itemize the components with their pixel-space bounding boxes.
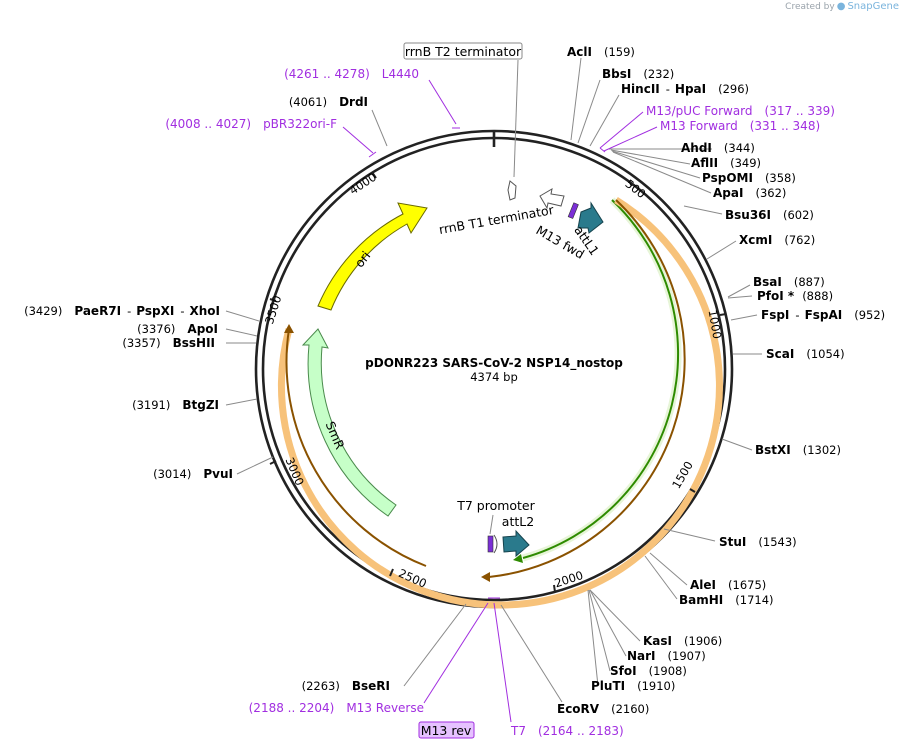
attl1-feature	[577, 201, 604, 234]
enzyme-apai: ApaI(362)	[713, 186, 786, 200]
primer-pbr: (4008 .. 4027)pBR322ori-F	[165, 117, 337, 131]
enzyme-bstxi: BstXI(1302)	[755, 443, 841, 457]
primer-m13r: (2188 .. 2204)M13 Reverse	[249, 701, 424, 715]
primer-l4440: (4261 .. 4278)L4440	[284, 67, 419, 81]
enzyme-nari: NarI(1907)	[627, 649, 706, 663]
orf-orange-line	[488, 199, 686, 578]
primer-m13f: M13 Forward(331 .. 348)	[660, 119, 820, 133]
credit-brand: SnapGene	[847, 1, 899, 12]
enzyme-pspomi: PspOMI(358)	[702, 171, 796, 185]
leader-rrnb-t2	[513, 59, 519, 178]
plasmid-name: pDONR223 SARS-CoV-2 NSP14_nostop	[365, 356, 623, 371]
t7-promoter-feature	[487, 535, 494, 553]
enzyme-labels-left: (2263)BseRI (3014)PvuI (3191)BtgZI (3357…	[24, 95, 390, 693]
enzyme-bsshii: (3357)BssHII	[122, 336, 215, 350]
enzyme-drdi: (4061)DrdI	[289, 95, 368, 109]
orf-orange-left-arrow	[284, 324, 294, 333]
orf-orange-arc	[277, 197, 723, 609]
enzyme-paer7i: (3429)PaeR7I-PspXI-XhoI	[24, 304, 220, 318]
enzyme-hincii: HincII-HpaI(296)	[621, 82, 749, 96]
enzyme-bamhi: BamHI(1714)	[679, 593, 774, 607]
enzyme-pfoi: PfoI *(888)	[757, 289, 833, 303]
rrnb-t1-feature	[507, 180, 517, 201]
enzyme-ecorv: EcoRV(2160)	[557, 702, 649, 716]
enzyme-ahdi: AhdI(344)	[681, 141, 755, 155]
plasmid-size: 4374 bp	[470, 370, 518, 384]
m13rev-label: M13 rev	[421, 723, 472, 738]
enzyme-bsai: BsaI(887)	[753, 275, 825, 289]
rrnb-t2-label: rrnB T2 terminator	[405, 44, 522, 59]
t7-promoter-label: T7 promoter	[456, 498, 535, 513]
primer-labels: M13/pUC Forward(317 .. 339) M13 Forward(…	[165, 67, 835, 738]
feature-leader-t7	[489, 514, 494, 535]
enzyme-bbsi: BbsI(232)	[602, 67, 674, 81]
enzyme-bsu36i: Bsu36I(602)	[725, 208, 814, 222]
credit-prefix: Created by	[785, 1, 835, 12]
snapgene-logo-icon: ●	[836, 1, 846, 12]
enzyme-xcmi: XcmI(762)	[739, 233, 815, 247]
enzyme-fspi: FspI-FspAI(952)	[761, 308, 885, 322]
smr-feature	[301, 328, 397, 517]
enzyme-btgzi: (3191)BtgZI	[132, 398, 219, 412]
m13fwd-feature	[567, 202, 579, 219]
enzyme-apoi: (3376)ApoI	[137, 322, 218, 336]
enzyme-aflii: AflII(349)	[691, 156, 761, 170]
ori-feature	[317, 202, 428, 311]
tick-label-1000: 1000	[706, 309, 725, 340]
enzyme-leaders	[225, 57, 762, 703]
enzyme-pluti: PluTI(1910)	[591, 679, 675, 693]
primer-m13puc: M13/pUC Forward(317 .. 339)	[646, 104, 835, 118]
enzyme-scai: ScaI(1054)	[766, 347, 845, 361]
orf-green-arrow	[513, 554, 523, 563]
orf-green-arc	[522, 197, 682, 562]
m13rev-box	[418, 721, 475, 739]
rrnb-t2-box	[403, 42, 523, 60]
orf-orange-left-arc	[285, 328, 427, 567]
m13rev-feature	[493, 534, 498, 554]
orf-orange-arrow	[481, 572, 490, 582]
enzyme-alei: AleI(1675)	[690, 578, 766, 592]
enzyme-sfoi: SfoI(1908)	[610, 664, 687, 678]
enzyme-pvui: (3014)PvuI	[153, 467, 233, 481]
snapgene-credit: Created by ● SnapGene	[785, 1, 899, 12]
enzyme-labels: AclI(159) BbsI(232) HincII-HpaI(296) Ahd…	[557, 45, 885, 716]
enzyme-stui: StuI(1543)	[719, 535, 797, 549]
enzyme-kasi: KasI(1906)	[643, 634, 722, 648]
primer-leaders	[342, 79, 658, 723]
rrnb-t1-arrow	[539, 188, 565, 210]
enzyme-acli: AclI(159)	[567, 45, 635, 59]
orf-green-line	[522, 199, 680, 559]
attl2-feature	[502, 529, 530, 558]
attl2-label: attL2	[502, 514, 534, 529]
enzyme-bseri: (2263)BseRI	[302, 679, 390, 693]
primer-t7: T7(2164 .. 2183)	[510, 724, 624, 738]
